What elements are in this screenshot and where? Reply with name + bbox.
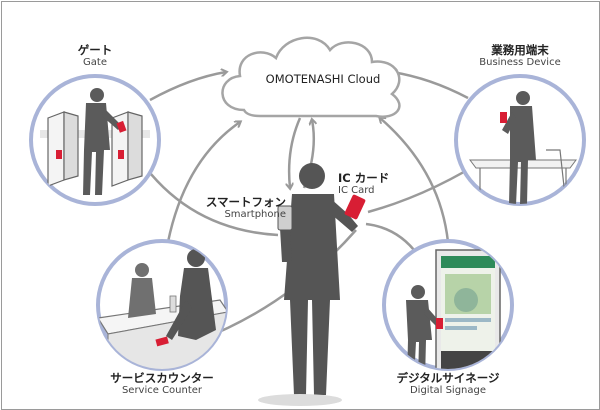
business-device-label: 業務用端末 Business Device: [468, 43, 572, 69]
service-counter-label-jp: サービスカウンター: [110, 371, 214, 385]
arrow-gate-to-cloud: [149, 72, 226, 102]
business-device-circle: [454, 74, 586, 206]
ic-card-icon: [344, 194, 366, 220]
arrow-counter-to-cloud: [166, 122, 240, 243]
smartphone-label: スマートフォン Smartphone: [196, 195, 286, 221]
smartphone-icon: [277, 205, 293, 231]
digital-signage-label-en: Digital Signage: [409, 385, 487, 397]
arrow-person-to-gate: [140, 160, 279, 237]
ic-card-label-jp: IC カード: [338, 171, 390, 185]
gate-label-en: Gate: [83, 57, 107, 69]
gate-label: ゲート Gate: [60, 43, 130, 69]
smartphone-label-jp: スマートフォン: [205, 195, 286, 209]
ic-card-label: IC カード IC Card: [338, 171, 408, 197]
cloud-label: OMOTENASHI Cloud: [265, 72, 381, 86]
digital-signage-circle: [382, 239, 514, 371]
service-counter-label: サービスカウンター Service Counter: [100, 371, 224, 397]
business-device-person-silhouette: [502, 91, 536, 204]
gate-circle: [29, 74, 161, 206]
business-device-label-jp: 業務用端末: [491, 43, 549, 57]
customer-silhouette: [166, 249, 216, 340]
service-counter-circle: [96, 239, 228, 371]
clerk-silhouette: [128, 263, 156, 318]
cloud-shape: [221, 36, 401, 118]
arrow-signage-to-cloud: [380, 118, 450, 243]
arrow-device-to-cloud: [392, 72, 469, 100]
digital-signage-label: デジタルサイネージ Digital Signage: [390, 371, 506, 397]
arrow-cloud-to-person: [289, 117, 302, 188]
gate-label-jp: ゲート: [77, 43, 113, 57]
digital-signage-label-jp: デジタルサイネージ: [396, 371, 500, 385]
business-device-label-en: Business Device: [479, 57, 561, 69]
service-counter-label-en: Service Counter: [121, 385, 203, 397]
ic-card-label-en: IC Card: [338, 185, 375, 197]
smartphone-label-en: Smartphone: [224, 209, 286, 221]
